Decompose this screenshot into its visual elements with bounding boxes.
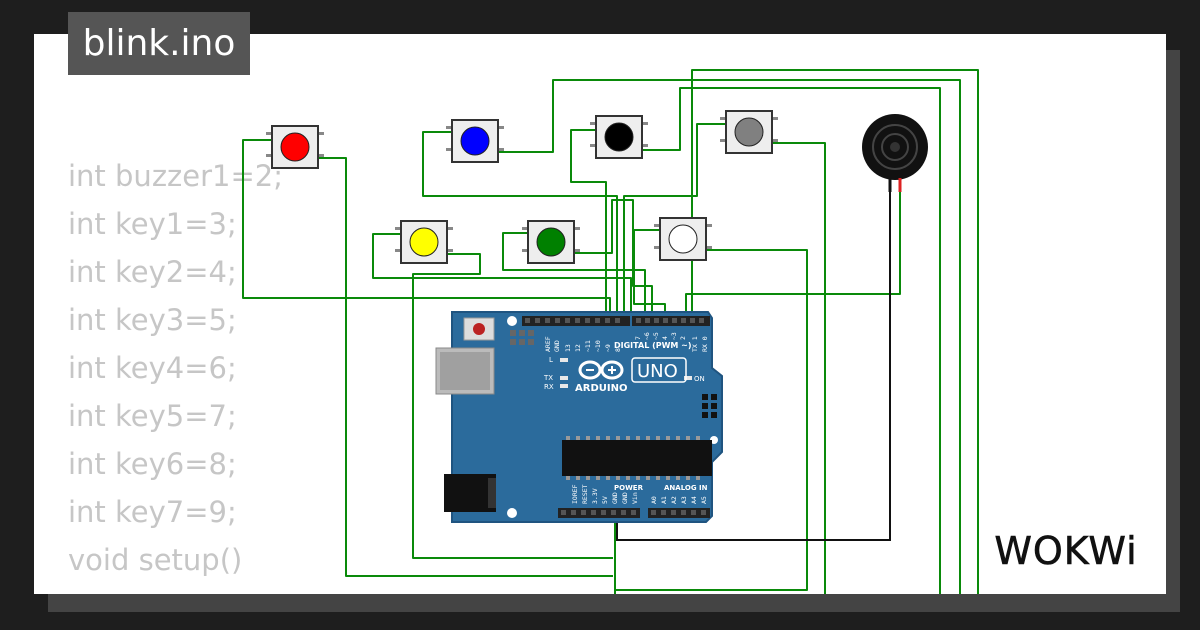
board-logo-text: ARDUINO [575,383,627,394]
svg-text:13: 13 [564,344,572,352]
wire-green-right [573,199,653,318]
simulator-canvas[interactable]: int buzzer1=2; int key1=3; int key2=4; int … [34,34,1166,594]
svg-text:RX: RX [544,383,554,391]
svg-text:IOREF: IOREF [571,484,579,504]
button-green [522,220,580,264]
svg-text:12: 12 [574,344,582,352]
bottom-header [558,508,710,518]
arduino-logo-icon [578,360,624,380]
svg-text:Vin: Vin [631,492,639,504]
button-cap-green[interactable] [536,227,566,257]
svg-text:~3: ~3 [670,332,678,340]
svg-text:GND: GND [611,492,619,504]
button-cap-red[interactable] [280,132,310,162]
svg-text:RX 0: RX 0 [701,336,709,352]
wire-yellow-right [412,253,613,559]
wire-gray-right [771,142,826,594]
code-line: int key2=4; [68,255,237,289]
code-line: int key1=3; [68,207,237,241]
button-blue [446,119,504,163]
arduino-uno-board[interactable]: AREF GND 13 12 ~11 ~10 ~9 8 7 ~6 ~5 4 ~3… [435,311,723,523]
svg-text:TX: TX [543,374,553,382]
svg-text:ON: ON [694,375,705,383]
svg-text:~9: ~9 [604,344,612,352]
wire-gray-left [623,123,726,318]
svg-text:A4: A4 [690,496,698,504]
svg-text:7: 7 [634,336,642,340]
wires [242,69,979,594]
svg-text:L: L [549,356,553,364]
wire-red-right [319,157,613,577]
svg-text:4: 4 [661,336,669,340]
button-cap-gray[interactable] [734,117,764,147]
svg-text:GND: GND [553,340,561,352]
svg-text:AREF: AREF [544,336,552,352]
code-line: int buzzer1=2; [68,159,283,193]
svg-text:~5: ~5 [652,332,660,340]
svg-text:TX 1: TX 1 [691,336,699,352]
svg-text:~6: ~6 [643,332,651,340]
wire-buzzer-neg [616,190,891,541]
button-white [654,217,712,261]
svg-text:5V: 5V [601,496,609,504]
button-cap-black[interactable] [604,122,634,152]
button-black [590,115,648,159]
svg-text:8: 8 [614,348,622,352]
top-header-labels: AREF GND 13 12 ~11 ~10 ~9 8 7 ~6 ~5 4 ~3… [544,332,709,352]
code-line: int key6=8; [68,447,237,481]
code-preview: int buzzer1=2; int key1=3; int key2=4; int … [68,152,283,594]
svg-text:GND: GND [621,492,629,504]
svg-text:A5: A5 [700,496,708,504]
wire-yellow-left [372,233,632,318]
circuit-diagram: AREF GND 13 12 ~11 ~10 ~9 8 7 ~6 ~5 4 ~3… [242,69,979,594]
board-model: UNO [637,361,678,382]
svg-text:~10: ~10 [594,340,602,352]
button-cap-yellow[interactable] [409,227,439,257]
wire-gnd-rail [691,69,979,594]
svg-text:A1: A1 [660,496,668,504]
button-yellow [395,220,453,264]
wire-black-right [642,87,941,594]
svg-text:RESET: RESET [581,484,589,504]
wire-blue-left [422,131,618,318]
code-line: void setup() [68,543,243,577]
code-line: int key7=9; [68,495,237,529]
button-gray [720,110,778,154]
code-line: { [68,584,283,594]
code-line: int key5=7; [68,399,237,433]
wire-buzzer-pos [685,190,901,318]
wokwi-logo: WOKWi [994,529,1137,574]
power-label: POWER [614,484,644,492]
button-cap-white[interactable] [668,224,698,254]
svg-text:WOKWi: WOKWi [994,529,1137,573]
button-red [266,125,324,169]
wire-blue-right [498,79,961,594]
svg-text:A3: A3 [680,496,688,504]
button-cap-blue[interactable] [460,126,490,156]
svg-text:A2: A2 [670,496,678,504]
svg-text:3.3V: 3.3V [591,488,599,504]
wire-white-left [633,229,666,318]
svg-text:~11: ~11 [584,340,592,352]
svg-text:A0: A0 [650,496,658,504]
code-line: int key3=5; [68,303,237,337]
analog-label: ANALOG IN [664,484,708,492]
svg-text:2: 2 [679,336,687,340]
wire-black-left [570,129,607,318]
buzzer[interactable] [862,114,928,192]
digital-label: DIGITAL (PWM ~) [614,341,692,350]
atmega-chip [562,440,712,476]
file-tab[interactable]: blink.ino [68,12,250,75]
code-line: int key4=6; [68,351,237,385]
power-jack [444,474,496,512]
bottom-header-labels: IOREF RESET 3.3V 5V GND GND Vin A0 A1 A2… [571,484,708,504]
wire-red-left [242,139,611,318]
